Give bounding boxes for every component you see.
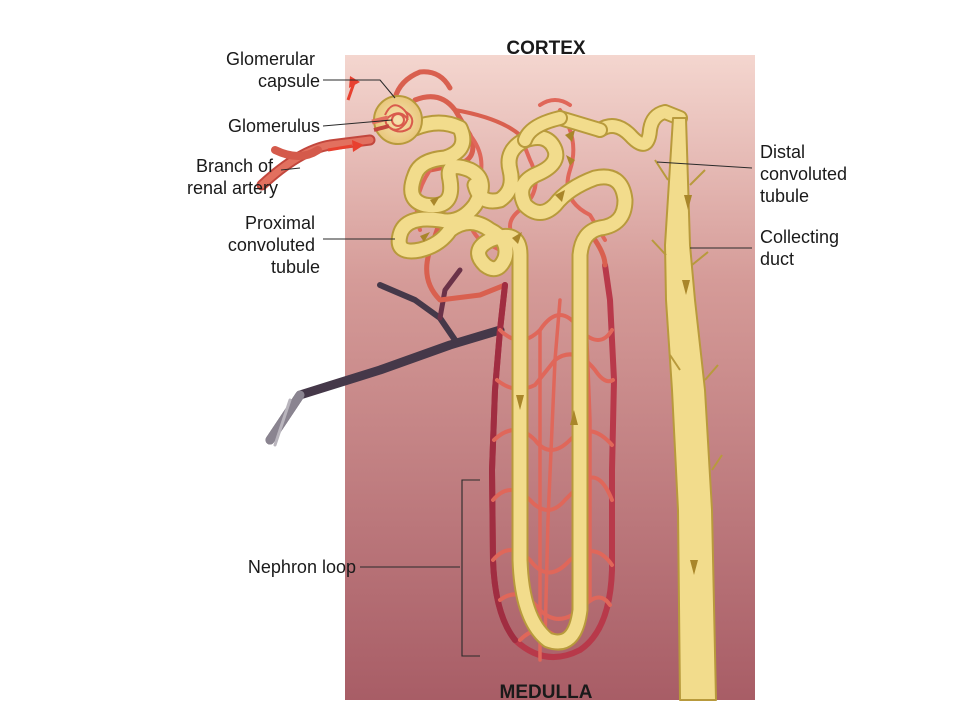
- label-proximal-convoluted-tubule: Proximal convoluted tubule: [228, 213, 320, 277]
- leader-distal-convoluted-tubule: [656, 161, 753, 169]
- region-medulla: MEDULLA: [500, 682, 593, 703]
- label-distal-convoluted-tubule: Distal convoluted tubule: [760, 142, 852, 206]
- nephron-tubule: [390, 104, 688, 651]
- leader-branch-of-renal-artery: [280, 167, 301, 171]
- collecting-duct: [651, 117, 723, 701]
- renal-vein: [265, 267, 505, 447]
- leader-glomerulus: [322, 119, 393, 127]
- label-branch-of-renal-artery: Branch of renal artery: [187, 156, 278, 198]
- blood-flow-arrows: [327, 76, 364, 152]
- leader-glomerular-capsule: [323, 79, 396, 99]
- label-nephron-loop: Nephron loop: [248, 557, 356, 577]
- filtrate-flow-arrows: [420, 130, 698, 575]
- label-collecting-duct: Collecting duct: [760, 227, 844, 269]
- glomerular-capsule: [371, 95, 423, 145]
- peritubular-capillaries: [256, 69, 617, 662]
- region-cortex: CORTEX: [506, 38, 586, 59]
- label-glomerulus: Glomerulus: [228, 116, 320, 136]
- label-glomerular-capsule: Glomerular capsule: [226, 49, 320, 91]
- bracket-nephron-loop: [461, 479, 480, 657]
